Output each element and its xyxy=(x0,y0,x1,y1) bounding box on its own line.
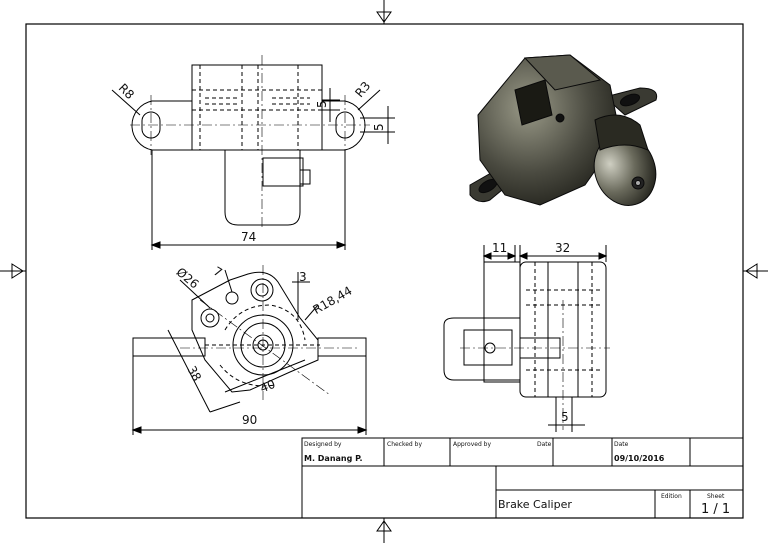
dim-r3: R3 xyxy=(352,79,373,100)
side-view xyxy=(443,245,610,432)
approved-by-label: Approved by xyxy=(453,441,491,448)
dim-32: 32 xyxy=(555,241,570,255)
designed-by-label: Designed by xyxy=(304,441,342,448)
title-block xyxy=(301,437,744,519)
edition-label: Edition xyxy=(661,493,682,500)
dim-11: 11 xyxy=(492,241,507,255)
date-label-1: Date xyxy=(537,441,552,448)
dim-7: 7 xyxy=(211,264,225,280)
dim-5-vertical-b: 5 xyxy=(372,123,386,131)
date-label-2: Date xyxy=(614,441,629,448)
front-view xyxy=(131,265,368,435)
dim-r8: R8 xyxy=(116,81,137,102)
dim-90: 90 xyxy=(242,413,257,427)
dim-40: 40 xyxy=(258,377,277,396)
dim-r1844: R18,44 xyxy=(311,284,355,317)
dim-5-vertical-a: 5 xyxy=(315,100,329,108)
isometric-3d-view xyxy=(469,54,658,206)
designed-by-value: M. Danang P. xyxy=(304,454,363,463)
dim-3: 3 xyxy=(299,270,307,284)
drawing-title: Brake Caliper xyxy=(498,498,572,511)
date-value: 09/10/2016 xyxy=(614,454,665,463)
sheet-value: 1 / 1 xyxy=(701,502,730,517)
dim-38: 38 xyxy=(185,364,205,384)
dim-5-side: 5 xyxy=(561,410,569,424)
dim-74: 74 xyxy=(241,230,256,244)
sheet-label: Sheet xyxy=(707,493,725,500)
top-view xyxy=(111,55,395,250)
checked-by-label: Checked by xyxy=(387,441,422,448)
